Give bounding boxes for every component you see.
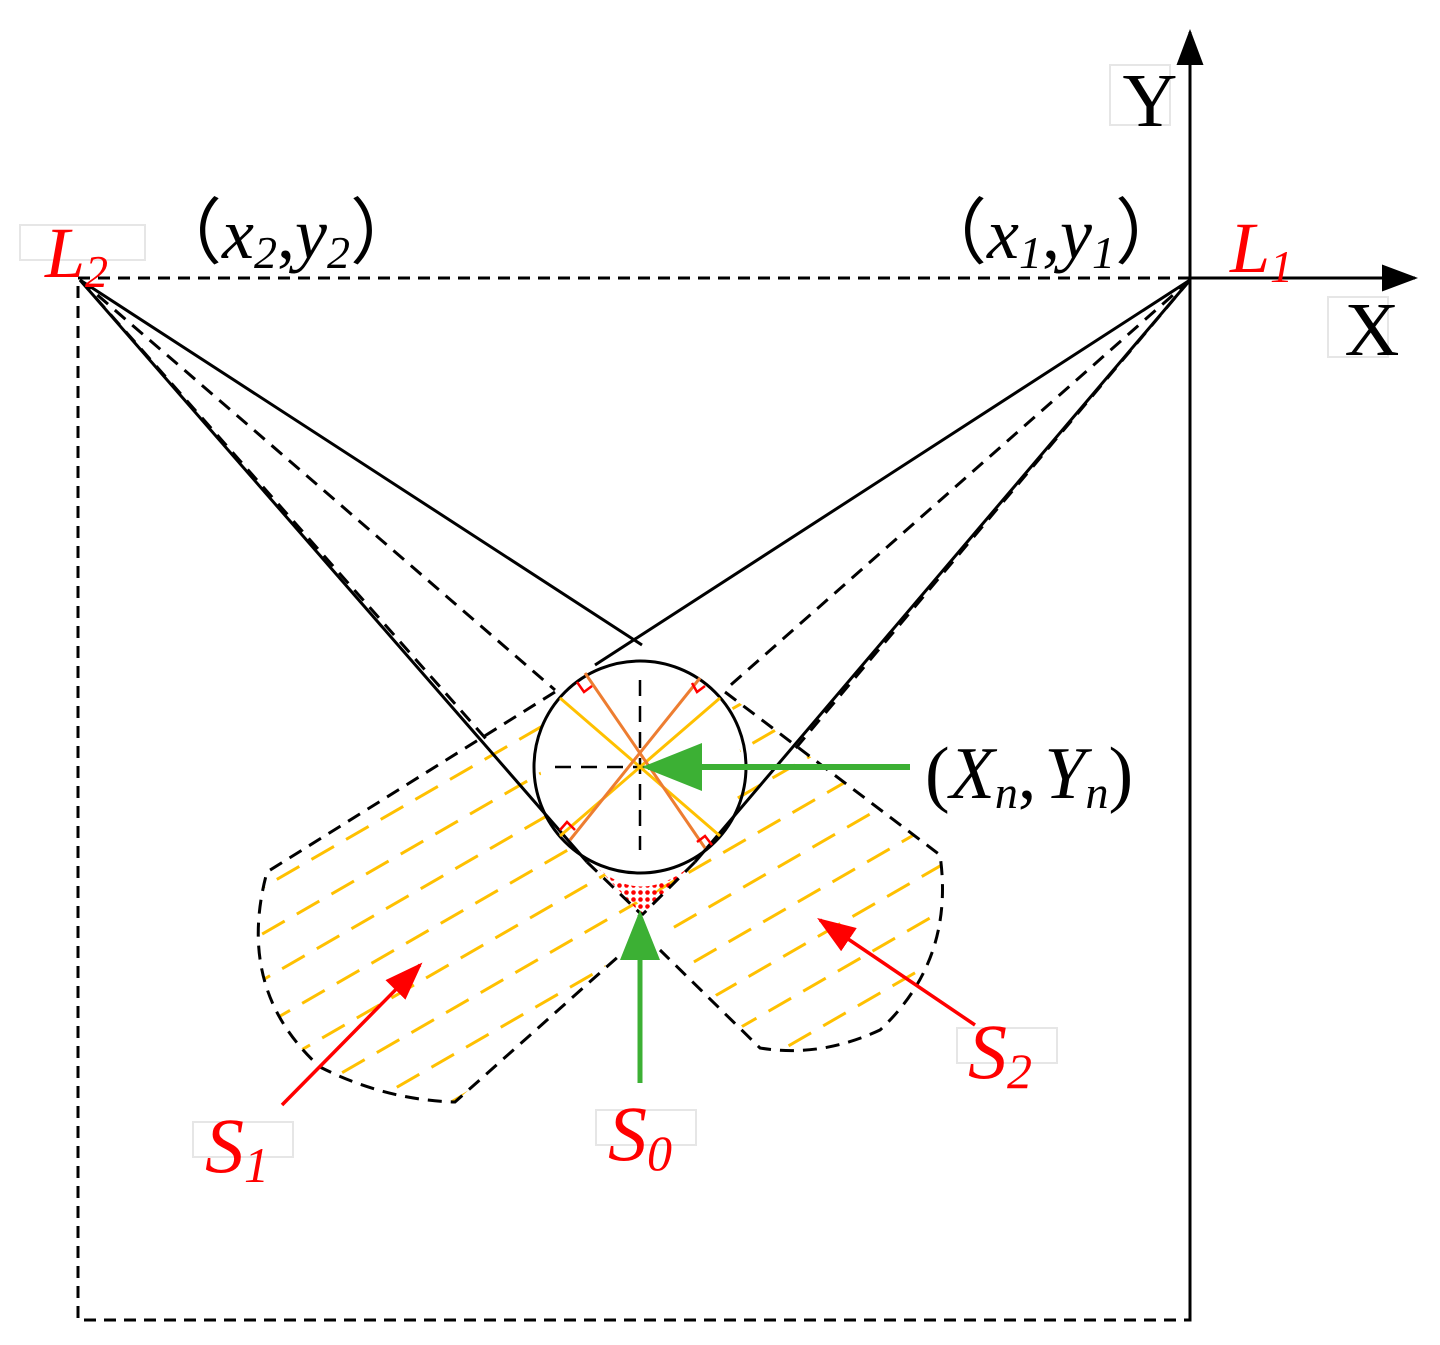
region-s2-label: S2 [968, 1008, 1032, 1099]
label-box-y [1109, 64, 1171, 126]
l1-tangent-upper [594, 278, 1191, 667]
l2-tangent-upper [79, 278, 643, 647]
l1-dashed-ray-lower [788, 279, 1192, 756]
s0-left-edge [585, 860, 644, 917]
radius-gold-b [559, 696, 721, 838]
right-angle-marker-tr [690, 682, 706, 694]
l1-dashed-ray-upper [724, 278, 1191, 692]
center-coordinates-label: (Xn,Yn) [925, 733, 1133, 818]
region-s1-label: S1 [205, 1102, 269, 1193]
l2-dashed-ray-upper [79, 278, 556, 692]
s1-outline [256, 690, 621, 1104]
s0-right-edge [640, 860, 697, 917]
overlap-region-s0 [598, 868, 688, 915]
right-angle-marker-br [696, 834, 713, 846]
x-axis-label: X [1345, 288, 1400, 372]
label-box-s2 [956, 1027, 1058, 1064]
label-box-s0 [595, 1109, 697, 1146]
l2-dashed-ray-lower [78, 279, 489, 741]
label-box-s1 [192, 1121, 294, 1158]
lidar-l2-coordinates: （x2,y2） [150, 194, 422, 278]
shadow-region-s1 [258, 692, 640, 1102]
region-s0-label: S0 [608, 1090, 672, 1181]
right-angle-marker-bl [559, 820, 576, 831]
right-angle-marker-tl [575, 681, 593, 694]
shadow-region-s2 [640, 692, 943, 1051]
radius-orange-b [568, 677, 702, 841]
scan-area-boundary [76, 276, 1192, 1322]
lidar-l1-label: L1 [1229, 208, 1293, 292]
lidar-l1-coordinates: （x1,y1） [915, 194, 1187, 278]
lidar-l2-label: L2 [44, 213, 108, 297]
s2-pointer-arrow [817, 918, 976, 1027]
label-box-l2 [19, 224, 146, 261]
label-box-x [1327, 296, 1389, 358]
s1-pointer-arrow [280, 962, 423, 1107]
radius-orange-a [583, 672, 707, 849]
y-axis-label: Y [1123, 59, 1178, 143]
